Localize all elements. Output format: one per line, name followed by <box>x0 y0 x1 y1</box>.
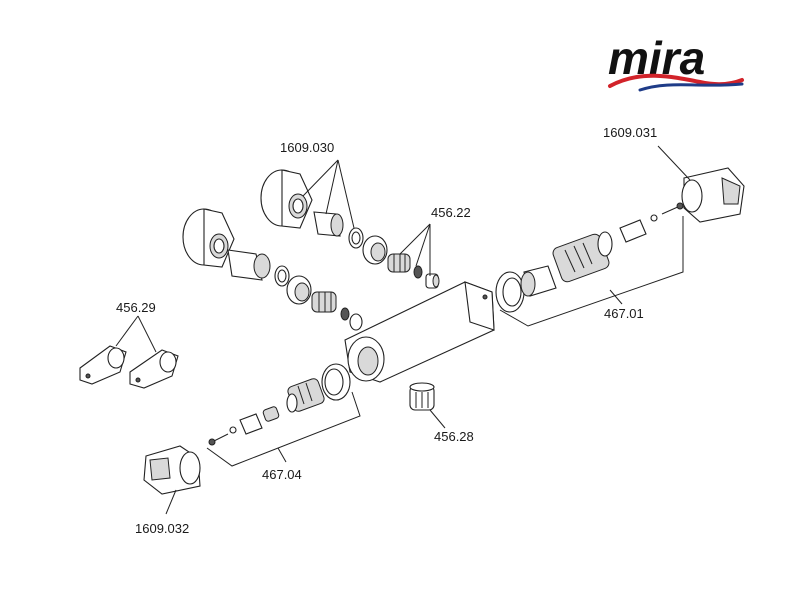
label-456-22: 456.22 <box>431 205 471 220</box>
upper-nut <box>362 235 388 265</box>
leader-lines <box>115 145 691 515</box>
label-1609-030: 1609.030 <box>280 140 334 155</box>
filter-insert <box>409 382 435 411</box>
left-spline-adapter <box>239 413 263 435</box>
wall-flange-lower <box>182 208 235 268</box>
wall-plate-left <box>79 345 127 385</box>
right-cartridge <box>552 231 613 283</box>
right-spline-adapter <box>619 219 647 243</box>
lower-o-ring <box>340 307 350 321</box>
wall-plate-right <box>129 349 179 389</box>
right-screw <box>661 202 684 215</box>
logo-wave-red <box>608 73 744 88</box>
lower-nut <box>286 275 312 305</box>
label-467-01: 467.01 <box>604 306 644 321</box>
left-washer <box>229 426 237 434</box>
left-spline <box>262 406 280 422</box>
valve-body <box>344 281 495 383</box>
left-control-knob <box>143 445 201 495</box>
lower-check-valve <box>311 291 337 313</box>
right-shroud-ring <box>495 271 525 313</box>
right-control-knob <box>681 167 745 223</box>
left-cartridge <box>286 378 325 413</box>
upper-washer-inner <box>351 231 361 245</box>
upper-check-valve <box>387 253 411 273</box>
logo-wave-blue <box>638 82 744 92</box>
mira-logo: mira <box>608 32 744 92</box>
left-shroud-ring <box>321 363 351 401</box>
label-456-29: 456.29 <box>116 300 156 315</box>
label-456-28: 456.28 <box>434 429 474 444</box>
wall-flange-upper <box>260 169 313 229</box>
left-screw <box>208 433 229 446</box>
right-bush <box>520 265 557 297</box>
label-1609-032: 1609.032 <box>135 521 189 536</box>
upper-elbow <box>313 211 344 237</box>
right-washer <box>650 214 658 222</box>
lower-washer-inner <box>277 269 287 283</box>
lower-elbow <box>227 249 271 281</box>
upper-o-ring <box>413 265 423 279</box>
lower-filter <box>349 313 363 331</box>
label-467-04: 467.04 <box>262 467 302 482</box>
label-1609-031: 1609.031 <box>603 125 657 140</box>
upper-filter <box>425 273 440 289</box>
